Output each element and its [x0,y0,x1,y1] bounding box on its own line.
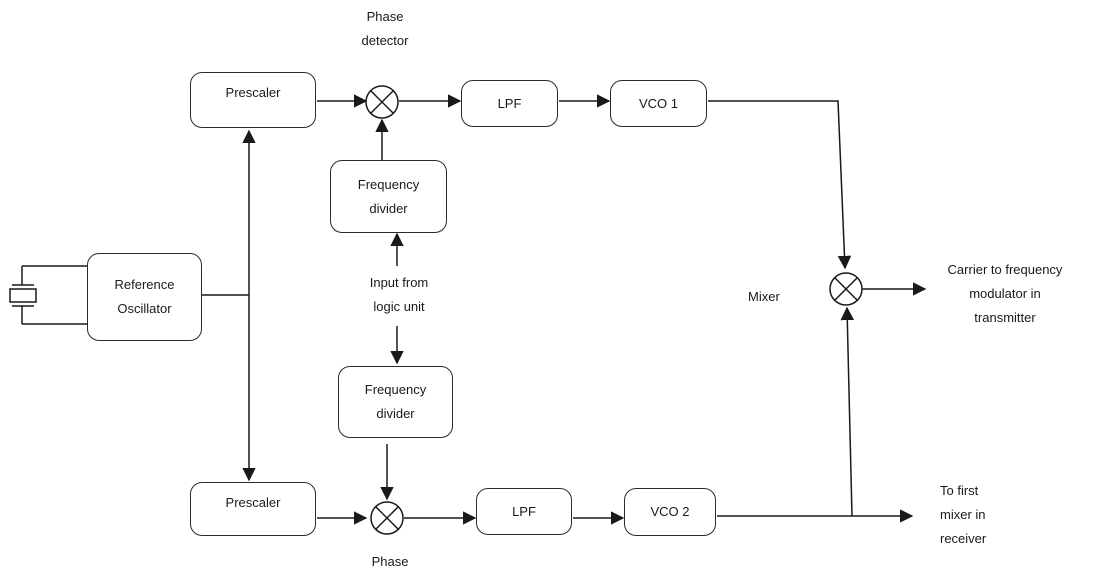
phase-detector-top-caption: Phase detector [345,5,425,53]
receiver-line1: To first [940,483,979,498]
prescaler-bottom-box: Prescaler [190,482,316,536]
vco2-label: VCO 2 [650,504,690,519]
receiver-output-caption: To first mixer in receiver [940,479,1040,551]
phase-detector-line1: Phase [366,9,404,24]
freq-divider-bottom-line2: divider [376,406,415,421]
crystal-icon [9,265,87,325]
freq-divider-top-box: Frequency divider [330,160,447,233]
vco1-to-mixer-arrow [708,100,852,270]
vco1-box: VCO 1 [610,80,707,127]
mixer-caption: Mixer [748,289,780,304]
freq-divider-top-line2: divider [369,200,408,216]
phase-detector-top-icon [365,85,399,119]
carrier-line2: modulator in [969,286,1041,301]
reference-oscillator-box: Reference Oscillator [87,253,202,341]
carrier-output-caption: Carrier to frequency modulator in transm… [925,258,1085,330]
receiver-line3: receiver [940,531,987,546]
prescaler-bottom-label: Prescaler [225,495,281,510]
ref-osc-line1: Reference [114,277,175,292]
freq-divider-bottom-box: Frequency divider [338,366,453,438]
vco1-label: VCO 1 [638,95,678,111]
vco2-to-mixer-arrow [840,306,855,517]
prescaler-top-box: Prescaler [190,72,316,128]
lpf-top-label: LPF [497,95,522,111]
input-from-logic-line2: logic unit [373,299,425,314]
phase-detector-line2: detector [361,33,409,48]
lpf-bottom-box: LPF [476,488,572,535]
phase-detector-bottom-icon [370,501,404,535]
lpf-bottom-label: LPF [512,503,536,519]
prescaler-top-label: Prescaler [225,85,281,100]
freq-divider-top-line1: Frequency [357,176,420,192]
ref-osc-line2: Oscillator [117,301,172,316]
input-from-logic-line1: Input from [369,275,429,290]
receiver-line2: mixer in [940,507,986,522]
carrier-line1: Carrier to frequency [947,262,1063,277]
mixer-icon [829,272,863,306]
freq-divider-bottom-line1: Frequency [364,382,427,397]
input-from-logic-caption: Input from logic unit [344,271,454,319]
phase-bottom-caption: Phase [371,554,409,569]
carrier-line3: transmitter [974,310,1036,325]
vco2-box: VCO 2 [624,488,716,536]
lpf-top-box: LPF [461,80,558,127]
